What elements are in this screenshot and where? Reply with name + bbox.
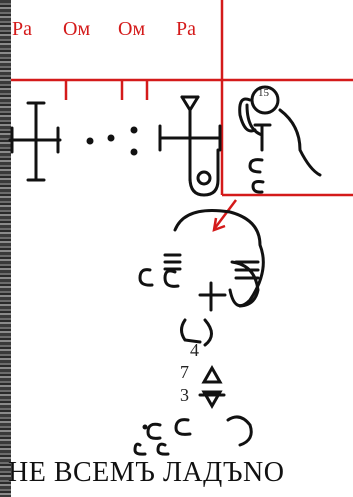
mid-lower-left [182,320,201,342]
mid-inner-c [165,271,178,286]
dots [87,127,148,430]
red-grid [11,0,353,230]
bottom-c2 [176,420,190,435]
anchor-triangle [182,97,198,110]
number-3: 3 [180,385,189,406]
mid-big-curve [175,210,263,305]
dot4 [131,149,138,156]
black-glyphs [10,87,320,454]
panel-c2 [253,182,263,193]
panel-c1 [250,160,262,172]
dot1 [87,138,94,145]
triangle-up [204,368,220,382]
number-4: 4 [190,340,199,361]
dot5 [143,425,148,430]
badge-number: 15 [258,87,269,99]
mid-lower-right [205,320,212,345]
mid-left-c [140,270,152,285]
dot2 [108,135,115,142]
bottom-c1 [148,424,160,438]
bottom-c3 [228,417,251,445]
dot3 [131,127,138,134]
number-7: 7 [180,362,189,383]
bottom-caption: НЕ ВСЕМЪ ЛАДЪNO [8,457,353,489]
bottom-c4 [135,444,145,454]
panel-swirl [247,105,320,175]
bottom-c5 [158,444,168,454]
anchor-ring [198,172,210,184]
